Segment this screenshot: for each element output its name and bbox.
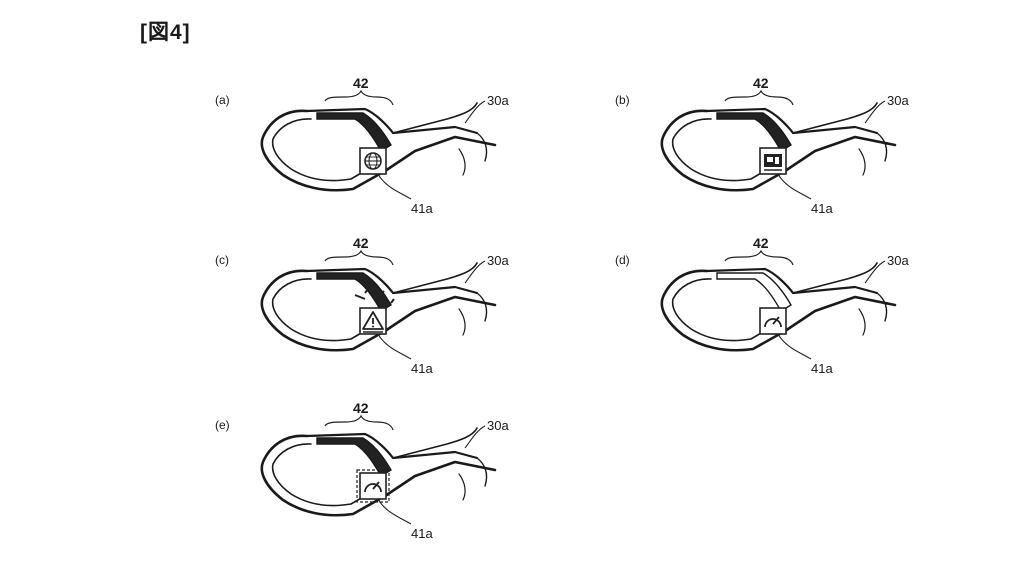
bracket-42	[324, 89, 394, 106]
indicator-41a	[759, 307, 787, 335]
leader-30a	[464, 260, 486, 284]
leader-41a	[377, 173, 412, 200]
label-30a: 30a	[487, 418, 509, 433]
leader-30a	[464, 425, 486, 449]
panel-c: (c) 42 30a 41a	[215, 235, 515, 385]
label-42: 42	[353, 75, 369, 91]
leader-41a	[777, 333, 812, 360]
warning-icon	[362, 311, 384, 333]
panel-letter: (b)	[615, 93, 630, 107]
panel-b: (b) 42 30a 41a	[615, 75, 915, 225]
gauge-icon	[764, 316, 782, 328]
panel-e: (e) 42 30a 41a	[215, 400, 515, 550]
leader-30a	[864, 260, 886, 284]
label-41a: 41a	[411, 526, 433, 541]
label-42: 42	[753, 75, 769, 91]
panel-letter: (e)	[215, 418, 230, 432]
panel-letter: (a)	[215, 93, 230, 107]
mirror-housing	[260, 102, 497, 192]
mirror-housing	[660, 102, 897, 192]
mirror-diagram	[260, 249, 497, 360]
label-42: 42	[353, 235, 369, 251]
indicator-frame	[759, 307, 787, 335]
leader-30a	[464, 100, 486, 124]
leader-41a	[377, 498, 412, 525]
label-41a: 41a	[411, 361, 433, 376]
flash-marks	[354, 282, 395, 310]
panel-a: (a) 42 30a 41a	[215, 75, 515, 225]
label-30a: 30a	[887, 253, 909, 268]
bracket-42	[324, 249, 394, 266]
figure-title: [図4]	[140, 21, 191, 44]
screen-icon	[764, 154, 782, 171]
leader-41a	[377, 333, 412, 360]
mirror-diagram	[660, 89, 897, 200]
leader-41a	[777, 173, 812, 200]
indicator-41a	[359, 307, 387, 335]
label-41a: 41a	[411, 201, 433, 216]
indicator-frame	[359, 472, 387, 500]
label-41a: 41a	[811, 201, 833, 216]
mirror-diagram	[260, 89, 497, 200]
indicator-41a	[359, 147, 387, 175]
mirror-diagram	[660, 249, 897, 360]
gauge-icon	[364, 481, 382, 493]
mirror-housing	[660, 262, 897, 352]
panel-letter: (d)	[615, 253, 630, 267]
bracket-42	[724, 249, 794, 266]
indicator-41a	[356, 469, 390, 503]
label-42: 42	[753, 235, 769, 251]
indicator-41a	[759, 147, 787, 175]
leader-30a	[864, 100, 886, 124]
panel-d: (d) 42 30a 41a	[615, 235, 915, 385]
label-30a: 30a	[487, 93, 509, 108]
mirror-housing	[260, 262, 497, 352]
panel-letter: (c)	[215, 253, 229, 267]
globe-icon	[364, 152, 382, 170]
label-41a: 41a	[811, 361, 833, 376]
label-42: 42	[353, 400, 369, 416]
mirror-housing	[260, 427, 497, 517]
label-30a: 30a	[887, 93, 909, 108]
indicator-dashed-outline	[356, 469, 390, 503]
bracket-42	[324, 414, 394, 431]
mirror-diagram	[260, 414, 497, 525]
label-30a: 30a	[487, 253, 509, 268]
bracket-42	[724, 89, 794, 106]
